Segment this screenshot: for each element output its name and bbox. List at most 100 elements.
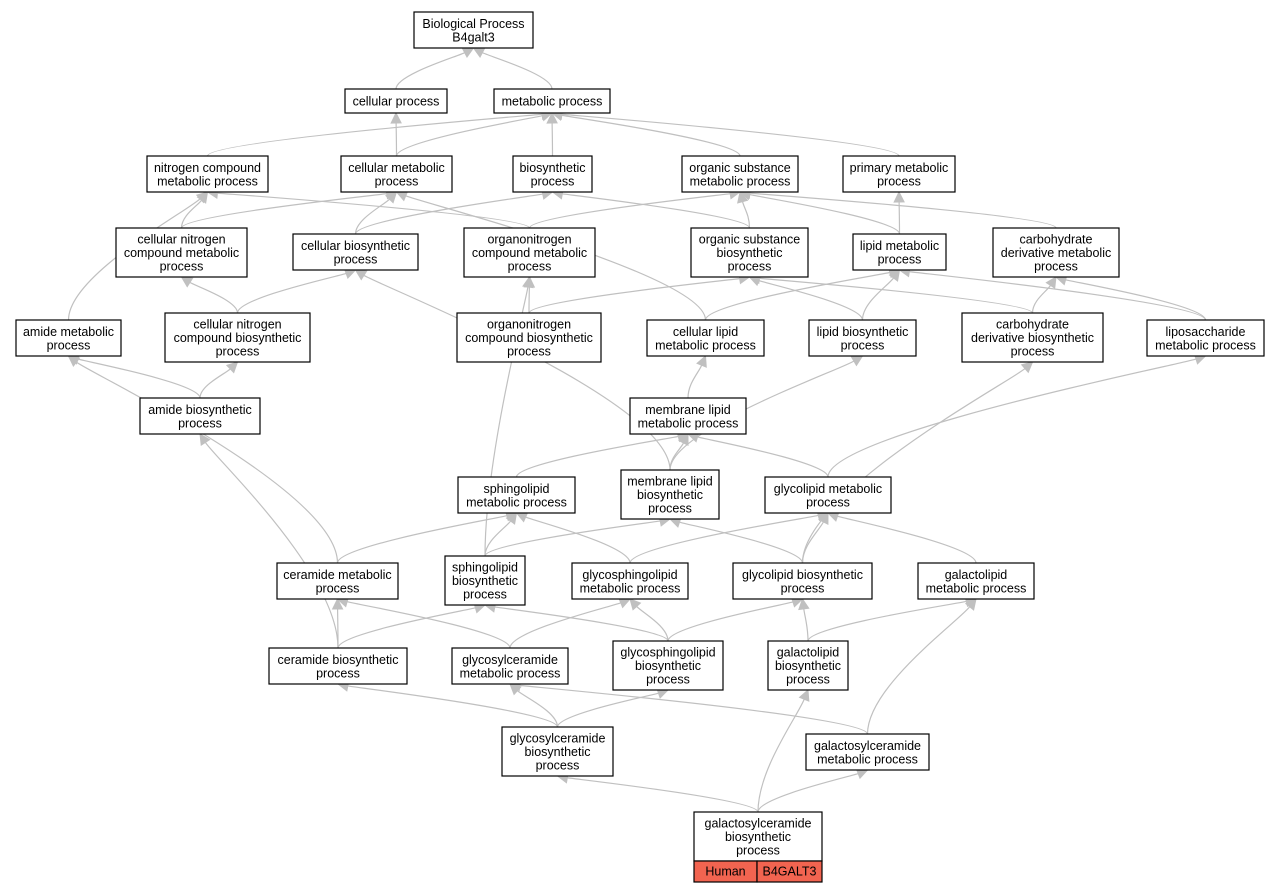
node-label-line: metabolic process	[926, 581, 1027, 595]
edge-cdbp-to-cdmp	[1031, 276, 1057, 314]
edge-cncbp-to-cbp	[236, 268, 357, 314]
edge-line	[236, 272, 347, 314]
edge-gcerbp-to-gcermp	[509, 683, 559, 728]
node-label-line: lipid metabolic	[860, 239, 939, 253]
arrowhead	[522, 275, 534, 289]
node-box	[693, 811, 823, 862]
edge-slbp-to-oncmp	[484, 275, 534, 557]
edge-gslmp-to-slmp	[515, 511, 631, 564]
edge-line	[76, 361, 339, 564]
node-label-line: metabolic process	[157, 174, 258, 188]
node-label-line: process	[507, 345, 551, 359]
arrowhead	[888, 269, 901, 282]
node-label-line: process	[47, 338, 91, 352]
arrowhead	[678, 433, 689, 446]
go-term-node-cp[interactable]: cellular process	[344, 88, 448, 114]
node-box	[456, 312, 602, 363]
edge-line	[567, 777, 759, 813]
node-label-line: Biological Process	[422, 17, 524, 31]
gene-tag: B4GALT3	[756, 860, 823, 883]
edge-line	[217, 192, 531, 229]
edge-galcermp-to-galmp	[866, 598, 977, 735]
node-label-line: metabolic process	[638, 416, 739, 430]
node-label-line: compound biosynthetic	[174, 331, 302, 345]
node-label-line: glycosylceramide	[462, 653, 558, 667]
node-label-line: amide biosynthetic	[148, 403, 252, 417]
edge-cmp-to-mp	[395, 110, 554, 157]
node-label-line: primary metabolic	[850, 161, 949, 175]
edge-line	[801, 521, 824, 564]
arrowhead	[331, 597, 344, 610]
edge-line	[561, 114, 741, 157]
edge-line	[807, 600, 967, 642]
edge-osmp-to-mp	[550, 109, 741, 157]
node-label-line: galactolipid	[945, 568, 1008, 582]
node-label-line: metabolic process	[1155, 338, 1256, 352]
edge-line	[354, 198, 390, 235]
node-label-line: biosynthetic	[452, 574, 518, 588]
go-term-node-mp[interactable]: metabolic process	[493, 88, 611, 114]
node-label-line: biosynthetic	[725, 830, 791, 844]
edge-line	[346, 601, 511, 649]
arrowhead	[1045, 276, 1057, 289]
node-box	[276, 562, 399, 600]
node-box	[1146, 319, 1265, 357]
edge-line	[395, 115, 543, 157]
node-box	[767, 640, 849, 691]
node-label-line: glycolipid biosynthetic	[742, 568, 863, 582]
node-label-line: lipid biosynthetic	[817, 325, 909, 339]
node-label-line: membrane lipid	[627, 475, 713, 489]
node-box	[292, 233, 419, 271]
edge-line	[484, 520, 512, 557]
edge-glbp-to-glmp	[801, 512, 829, 564]
edge-line	[561, 113, 900, 157]
edge-line	[556, 692, 659, 728]
node-label-line: metabolic process	[817, 752, 918, 766]
arrowhead	[850, 355, 864, 367]
edge-cncbp-to-cncmp	[180, 276, 239, 314]
arrowhead	[546, 111, 558, 124]
node-box	[457, 476, 576, 514]
edge-cbp-to-bsp	[354, 188, 554, 235]
edge-mp-to-bp	[472, 47, 553, 90]
node-box	[146, 155, 269, 193]
node-box	[512, 155, 593, 193]
node-label-line: derivative biosynthetic	[971, 331, 1094, 345]
